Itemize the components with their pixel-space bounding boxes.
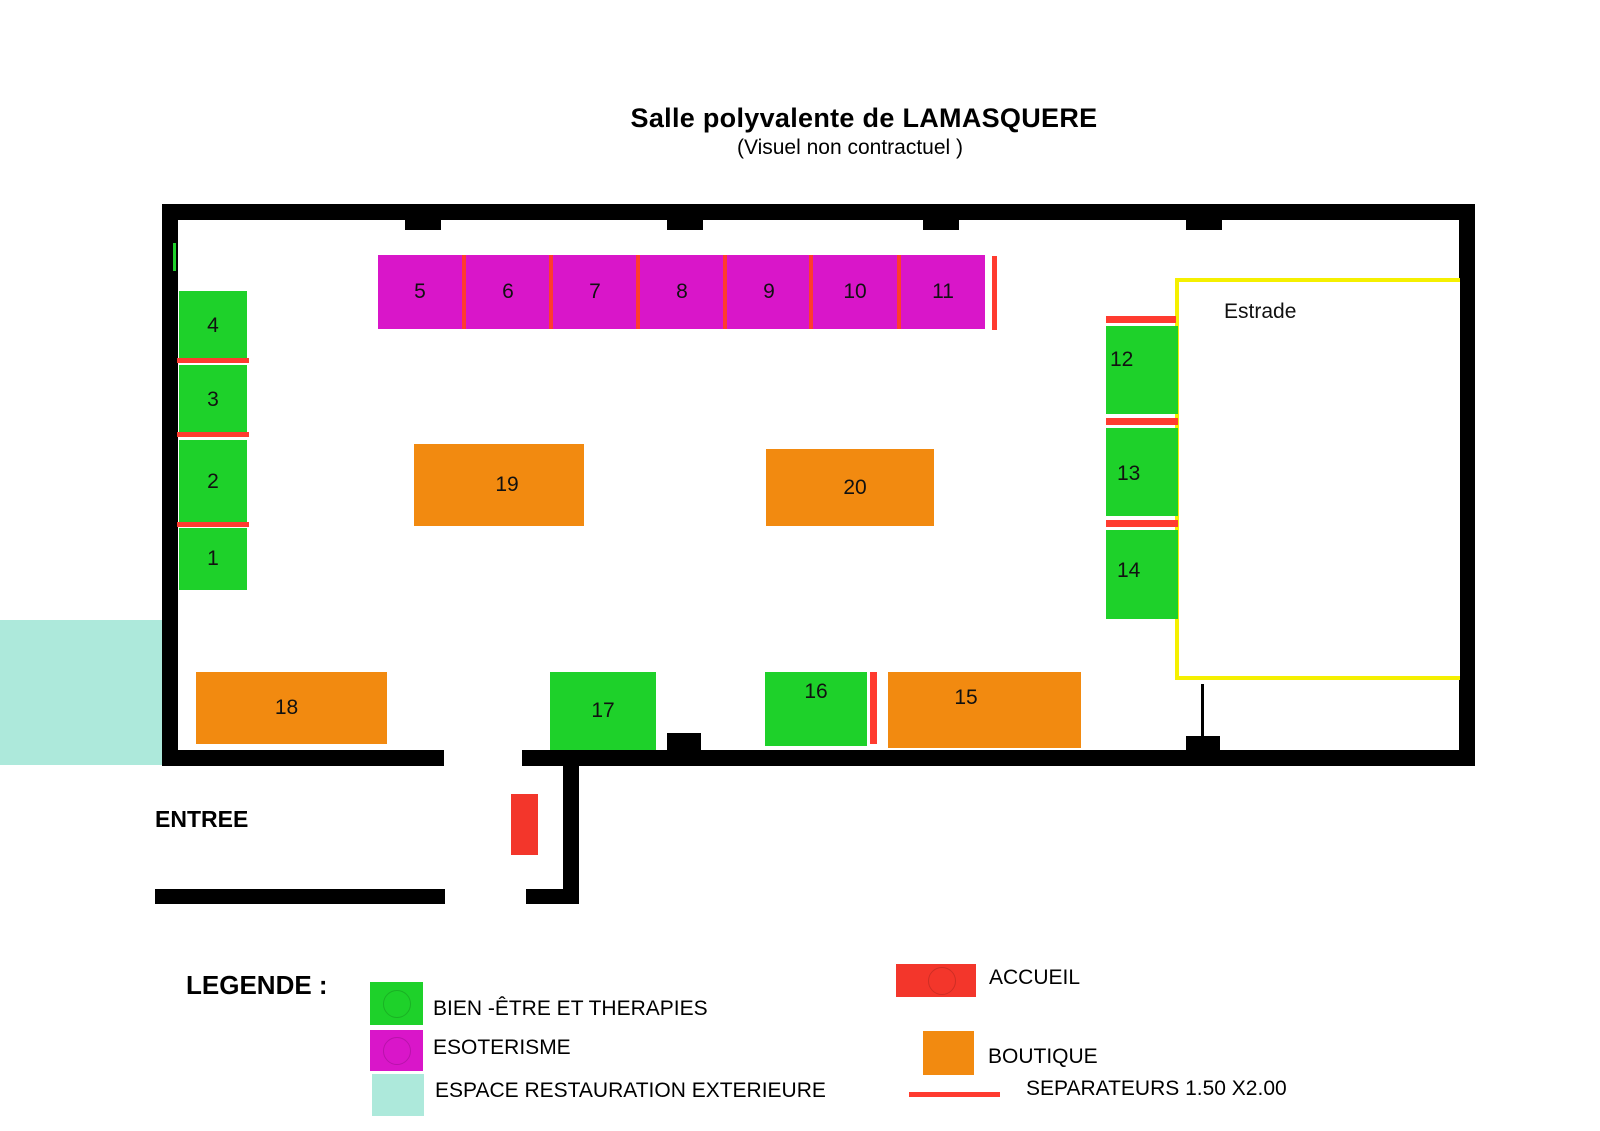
entrance-wall-side (563, 766, 579, 904)
booth-11[interactable]: 11 (901, 255, 985, 329)
legend-label-esoterisme: ESOTERISME (433, 1036, 571, 1059)
booth-5[interactable]: 5 (378, 255, 462, 329)
legend-swatch-restauration (372, 1074, 424, 1116)
separator (1106, 520, 1178, 527)
separator (177, 522, 249, 527)
pillar (1186, 204, 1222, 230)
booth-number: 2 (207, 470, 219, 493)
booth-15[interactable]: 15 (888, 672, 1081, 748)
booth-number: 8 (676, 280, 688, 303)
booth-number: 16 (804, 680, 828, 703)
booth-4[interactable]: 4 (179, 291, 247, 361)
booth-number: 12 (1110, 348, 1134, 371)
legend-label-restauration: ESPACE RESTAURATION EXTERIEURE (435, 1079, 826, 1102)
separator (723, 255, 727, 329)
separator (1106, 418, 1178, 425)
booth-1[interactable]: 1 (179, 528, 247, 590)
separator (809, 255, 813, 329)
booth-19[interactable]: 19 (414, 444, 584, 526)
separator (897, 255, 901, 329)
accueil-desk[interactable] (511, 794, 538, 855)
booth-7[interactable]: 7 (553, 255, 637, 329)
wall-bottom-left (162, 750, 444, 766)
legend-swatch-separateur (909, 1092, 1000, 1097)
booth-number: 18 (274, 696, 299, 719)
booth-3[interactable]: 3 (179, 365, 247, 435)
estrade-post (1201, 684, 1204, 740)
booth-number: 4 (207, 314, 219, 337)
booth-6[interactable]: 6 (466, 255, 550, 329)
wall-right (1459, 204, 1475, 766)
pillar (1186, 736, 1220, 766)
booth-2[interactable]: 2 (179, 440, 247, 524)
booth-14[interactable]: 14 (1106, 530, 1178, 619)
booth-number: 6 (502, 280, 514, 303)
booth-17[interactable]: 17 (550, 672, 656, 750)
separator (177, 358, 249, 363)
booth-number: 1 (207, 547, 219, 570)
legend-label-bien-etre: BIEN -ÊTRE ET THERAPIES (433, 997, 708, 1020)
pillar (667, 733, 701, 759)
page-title: Salle polyvalente de LAMASQUERE (630, 103, 1098, 133)
booth-number: 15 (954, 686, 978, 709)
legend-swatch-esoterisme (370, 1030, 423, 1071)
booth-number: 17 (591, 699, 615, 722)
booth-16[interactable]: 16 (765, 672, 867, 746)
legend-label-boutique: BOUTIQUE (988, 1045, 1098, 1068)
booth-20[interactable]: 20 (766, 449, 934, 526)
booth-number: 20 (843, 475, 867, 499)
wall-bottom-right (522, 750, 1475, 766)
booth-8[interactable]: 8 (640, 255, 724, 329)
separator (177, 432, 249, 437)
wall-top (162, 204, 1475, 220)
booth-number: 10 (843, 280, 867, 303)
booth-9[interactable]: 9 (727, 255, 811, 329)
separator (549, 255, 553, 329)
entrance-label: ENTREE (155, 806, 249, 832)
entrance-wall-bottom-right (526, 889, 579, 904)
restaurant-area (0, 620, 162, 765)
legend-swatch-boutique (923, 1031, 974, 1075)
booth-10[interactable]: 10 (813, 255, 897, 329)
pillar (923, 204, 959, 230)
wall-left (162, 204, 178, 766)
legend-swatch-accueil (896, 964, 976, 997)
booth-number: 11 (932, 280, 954, 303)
booth-13[interactable]: 13 (1106, 428, 1178, 516)
legend-heading: LEGENDE : (186, 970, 328, 1000)
page-subtitle: (Visuel non contractuel ) (736, 136, 964, 159)
booth-number: 13 (1117, 462, 1141, 485)
booth-18[interactable]: 18 (196, 672, 387, 744)
separator (462, 255, 466, 329)
legend-label-accueil: ACCUEIL (989, 966, 1081, 989)
booth-number: 5 (414, 280, 426, 303)
separator (870, 672, 877, 744)
estrade (1175, 278, 1460, 680)
estrade-label: Estrade (1224, 300, 1297, 323)
entrance-wall-bottom-left (155, 889, 445, 904)
booth-number: 19 (495, 473, 519, 496)
marker (173, 243, 176, 271)
legend-label-separateur: SEPARATEURS 1.50 X2.00 (1026, 1077, 1287, 1100)
booth-number: 7 (589, 280, 601, 303)
separator (636, 255, 640, 329)
booth-12[interactable]: 12 (1106, 326, 1178, 414)
booth-number: 3 (207, 388, 219, 411)
separator (1106, 316, 1176, 323)
booth-number: 9 (763, 280, 775, 303)
booth-number: 14 (1117, 559, 1141, 582)
pillar (667, 204, 703, 230)
pillar (405, 204, 441, 230)
legend-swatch-bien-etre (370, 982, 423, 1025)
separator (992, 256, 997, 330)
